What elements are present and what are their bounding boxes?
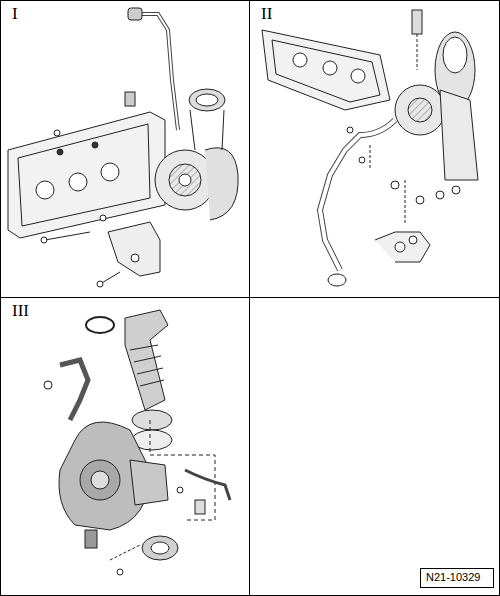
turbo-assembly-view-2 bbox=[262, 10, 478, 286]
figure-id-box: N21-10329 bbox=[420, 568, 494, 588]
panel-label: III bbox=[10, 301, 31, 321]
figure-number: N21-10329 bbox=[421, 569, 493, 585]
panel-label: II bbox=[259, 4, 274, 24]
empty-panel bbox=[250, 298, 500, 596]
figure-panel: I bbox=[0, 0, 250, 298]
figure-panel: II bbox=[249, 0, 500, 298]
figure-panel: III bbox=[0, 297, 250, 596]
turbo-assembly-view-3 bbox=[44, 310, 230, 575]
turbo-assembly-view-1 bbox=[8, 8, 238, 287]
panel-label: I bbox=[10, 4, 20, 24]
